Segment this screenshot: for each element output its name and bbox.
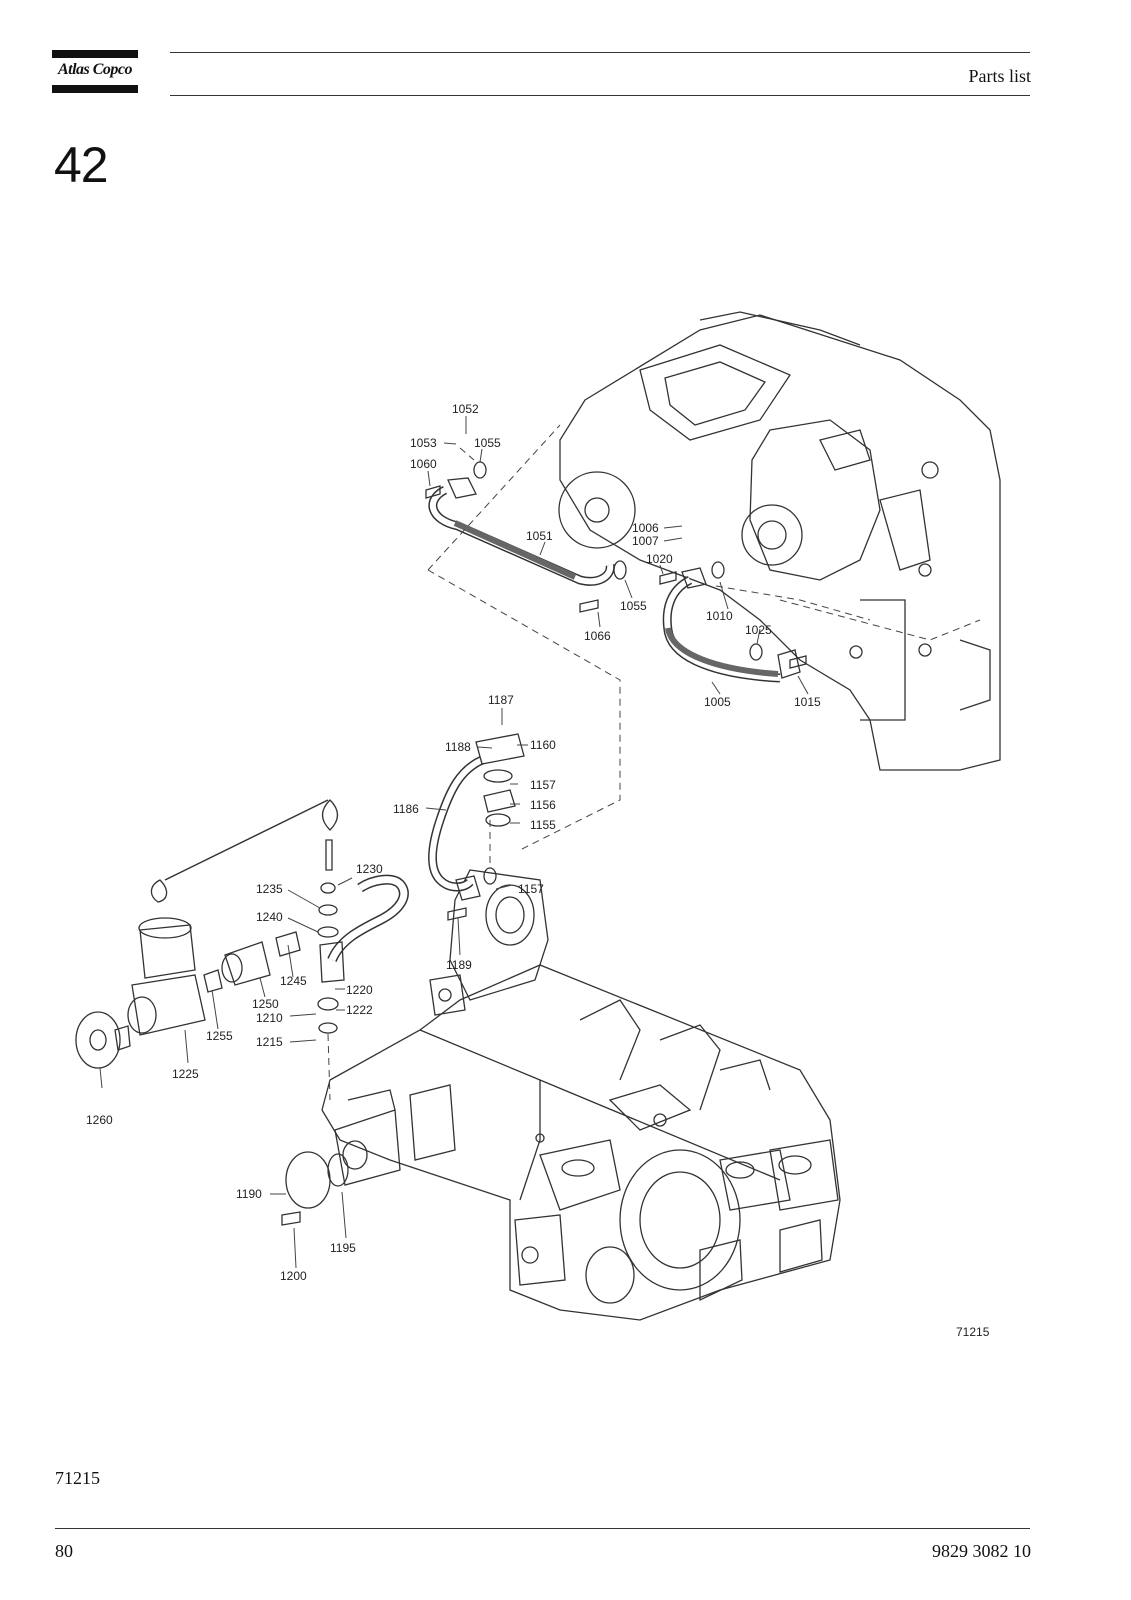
- callout-1210: 1210: [256, 1011, 283, 1025]
- callout-1007: 1007: [632, 534, 659, 548]
- callout-1250: 1250: [252, 997, 279, 1011]
- callout-1187: 1187: [488, 693, 514, 707]
- drive-housing: [619, 1149, 741, 1291]
- callout-1010: 1010: [706, 609, 733, 623]
- callout-1157b: 1157: [518, 882, 544, 896]
- callout-1235: 1235: [256, 882, 283, 896]
- callout-labels: 1052 1053 1055 1060 1051 1006 1007 1020 …: [86, 402, 990, 1339]
- callout-1189: 1189: [446, 958, 472, 972]
- callout-1052: 1052: [452, 402, 479, 416]
- header-rule-top: [170, 52, 1030, 53]
- fitting-1220: [319, 941, 345, 983]
- frame-outline: [321, 964, 841, 1321]
- assembly-dashed-lines: [327, 424, 981, 1101]
- callout-1055b: 1055: [620, 599, 647, 613]
- logo-bar-bottom: [52, 85, 138, 93]
- logo-wordmark: Atlas Copco: [57, 61, 133, 78]
- callout-1245: 1245: [280, 974, 307, 988]
- callout-1255: 1255: [206, 1029, 233, 1043]
- block-1188: [475, 733, 525, 765]
- solenoid-coil: [139, 924, 196, 979]
- callout-1156: 1156: [530, 798, 556, 812]
- flange-1260: [75, 1011, 121, 1069]
- callout-1155: 1155: [530, 818, 556, 832]
- wire: [164, 799, 329, 881]
- callout-1015: 1015: [794, 695, 821, 709]
- header-title: Parts list: [968, 66, 1031, 86]
- valve-1225: [131, 974, 206, 1036]
- callout-1260: 1260: [86, 1113, 113, 1127]
- figure-reference: 71215: [55, 1468, 100, 1488]
- callout-1053: 1053: [410, 436, 437, 450]
- inlet-flange: [639, 344, 791, 441]
- cover-1190: [285, 1151, 331, 1209]
- callout-1222: 1222: [346, 1003, 373, 1017]
- callout-1215: 1215: [256, 1035, 283, 1049]
- callout-1190: 1190: [236, 1187, 262, 1201]
- callout-1025: 1025: [745, 623, 772, 637]
- callout-1160: 1160: [530, 738, 556, 752]
- filter-1250: [224, 941, 271, 986]
- gear-cover: [558, 471, 636, 549]
- callout-1020: 1020: [646, 552, 673, 566]
- callout-1055: 1055: [474, 436, 501, 450]
- footer-rule: [55, 1528, 1030, 1529]
- logo-bar-top: [52, 50, 138, 58]
- callout-1051: 1051: [526, 529, 553, 543]
- callout-1240: 1240: [256, 910, 283, 924]
- drawing-id-label: 71215: [956, 1325, 990, 1339]
- callout-1066: 1066: [584, 629, 611, 643]
- callout-1157: 1157: [530, 778, 556, 792]
- callout-1188: 1188: [445, 740, 471, 754]
- callout-1220: 1220: [346, 983, 373, 997]
- callout-1200: 1200: [280, 1269, 307, 1283]
- page-number: 80: [55, 1541, 73, 1561]
- compressor-outline: [559, 314, 1001, 771]
- callout-1195: 1195: [330, 1241, 356, 1255]
- callout-1005: 1005: [704, 695, 731, 709]
- compressor-housing: [749, 419, 881, 581]
- section-number: 42: [54, 137, 109, 193]
- callout-1230: 1230: [356, 862, 383, 876]
- document-number: 9829 3082 10: [932, 1541, 1031, 1561]
- callout-1186: 1186: [393, 802, 419, 816]
- callout-1060: 1060: [410, 457, 437, 471]
- callout-leaders: [99, 416, 809, 1269]
- pipe-1051: [428, 485, 615, 586]
- callout-1225: 1225: [172, 1067, 199, 1081]
- atlas-copco-logo: Atlas Copco: [52, 50, 138, 94]
- callout-1006: 1006: [632, 521, 659, 535]
- header-rule-bottom: [170, 95, 1030, 96]
